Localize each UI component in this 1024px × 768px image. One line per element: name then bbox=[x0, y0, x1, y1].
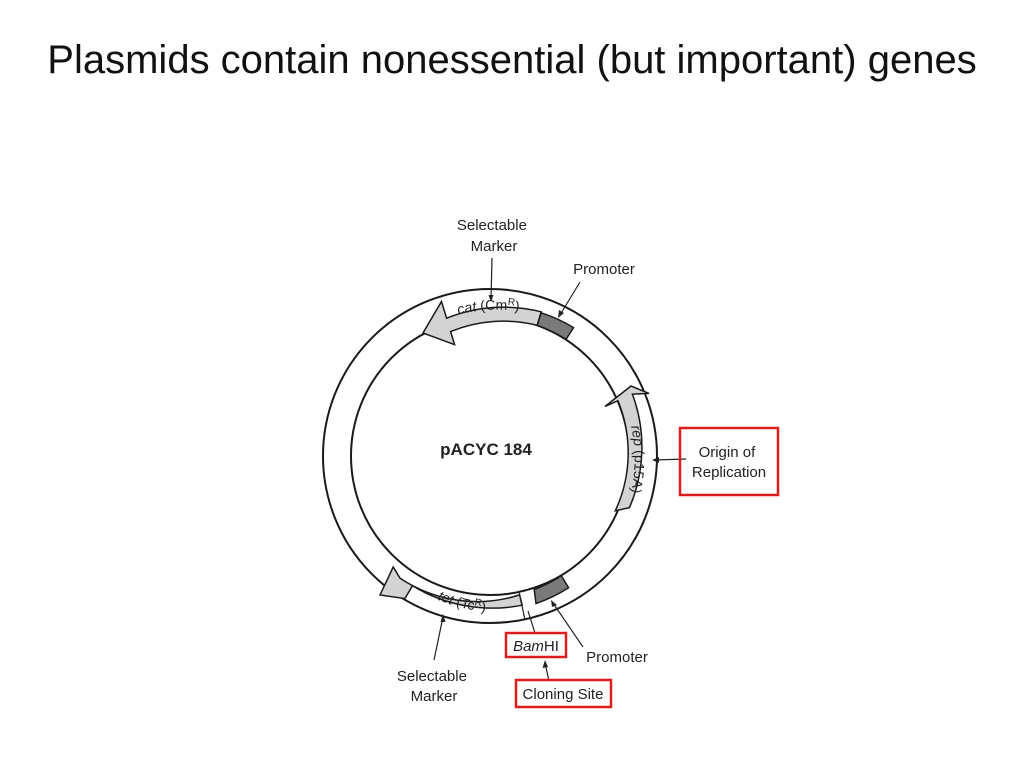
bamhi-site-mark bbox=[518, 591, 526, 621]
tet-gene-arrow bbox=[378, 565, 524, 609]
selectable-marker-top-arrowhead bbox=[488, 295, 494, 302]
plasmid-outer-ring bbox=[322, 288, 658, 624]
bamhi-label: BamHI bbox=[513, 638, 559, 655]
selectable-marker-top-leader bbox=[490, 257, 493, 301]
promoter-top-label: Promoter bbox=[573, 261, 635, 278]
promoter-top-box bbox=[536, 311, 575, 341]
tet-gene-label: tet (TcR) bbox=[436, 587, 487, 614]
promoter-bottom-leader bbox=[552, 602, 584, 648]
selectable-marker-bottom-leader bbox=[433, 616, 444, 661]
rep-gene-arrow bbox=[604, 385, 650, 512]
promoter-bottom-box bbox=[533, 574, 570, 605]
bamhi-highlight-box bbox=[504, 631, 568, 659]
cat-gene-arrow bbox=[421, 299, 543, 346]
selectable-marker-top-label: Selectable Marker bbox=[457, 217, 531, 255]
promoter-bottom-arrowhead bbox=[551, 600, 557, 607]
plasmid-name-label: pACYC 184 bbox=[440, 440, 532, 459]
promoter-top-arrowhead bbox=[558, 310, 564, 318]
promoter-bottom-label: Promoter bbox=[586, 649, 648, 666]
selectable-marker-bottom-label: Selectable Marker bbox=[397, 668, 471, 705]
cloning-site-arrowhead bbox=[542, 660, 548, 668]
selectable-marker-bottom-arrowhead bbox=[440, 614, 446, 622]
rep-gene-label: rep (p15A) bbox=[628, 424, 648, 495]
promoter-top-leader bbox=[559, 281, 581, 316]
cloning-site-label: Cloning Site bbox=[523, 686, 604, 703]
origin-arrowhead bbox=[652, 457, 659, 463]
slide-title: Plasmids contain nonessential (but impor… bbox=[47, 38, 977, 82]
origin-label: Origin of Replication bbox=[692, 444, 766, 481]
origin-highlight-box bbox=[678, 426, 780, 497]
cloning-site-highlight-box bbox=[514, 678, 613, 709]
cat-gene-label: cat (CmR) bbox=[455, 296, 520, 317]
bamhi-leader bbox=[527, 610, 536, 634]
